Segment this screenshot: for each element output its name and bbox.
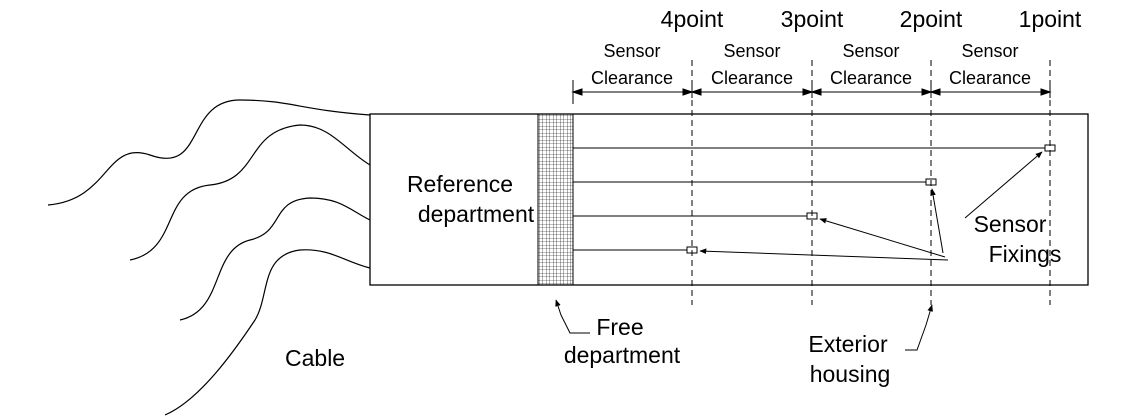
free-department-band — [537, 113, 574, 286]
exterior-housing-label-line1: Exterior — [808, 331, 888, 357]
segment-label-1-line2: Clearance — [591, 68, 673, 88]
segment-label-4-line1: Sensor — [961, 41, 1018, 61]
segment-label-2-line1: Sensor — [723, 41, 780, 61]
cable-1 — [47, 99, 371, 206]
cable-group — [47, 99, 371, 416]
cable-3 — [179, 197, 371, 321]
reference-department-label-line2: department — [418, 201, 535, 227]
sensor-fixings-label-line1: Sensor — [974, 211, 1047, 237]
point-label-2: 2point — [900, 6, 963, 32]
free-department-leader — [555, 299, 590, 334]
point-label-4: 4point — [661, 6, 724, 32]
cable-2 — [129, 124, 371, 261]
exterior-housing-body — [369, 113, 1089, 286]
exterior-housing-label-line2: housing — [810, 361, 891, 387]
cable-label: Cable — [285, 345, 345, 371]
sensor-clearance-labels: Sensor Clearance Sensor Clearance Sensor… — [591, 41, 1031, 88]
sensor-fixings-label-line2: Fixings — [989, 241, 1062, 267]
free-department-label-line1: Free — [596, 314, 643, 340]
dimension-line — [571, 80, 1052, 104]
exterior-housing-leader — [905, 304, 933, 351]
cable-4 — [164, 249, 371, 416]
dashed-guides — [691, 60, 1051, 305]
sensor-fixings-leaders — [699, 151, 1043, 261]
reference-department-label-line1: Reference — [407, 171, 513, 197]
point-label-3: 3point — [781, 6, 844, 32]
segment-label-2-line2: Clearance — [711, 68, 793, 88]
point-label-1: 1point — [1019, 6, 1082, 32]
segment-label-3-line1: Sensor — [842, 41, 899, 61]
segment-label-1-line1: Sensor — [603, 41, 660, 61]
segment-label-3-line2: Clearance — [830, 68, 912, 88]
sensor-rods — [573, 147, 1045, 251]
segment-label-4-line2: Clearance — [949, 68, 1031, 88]
free-department-label-line2: department — [564, 342, 681, 368]
